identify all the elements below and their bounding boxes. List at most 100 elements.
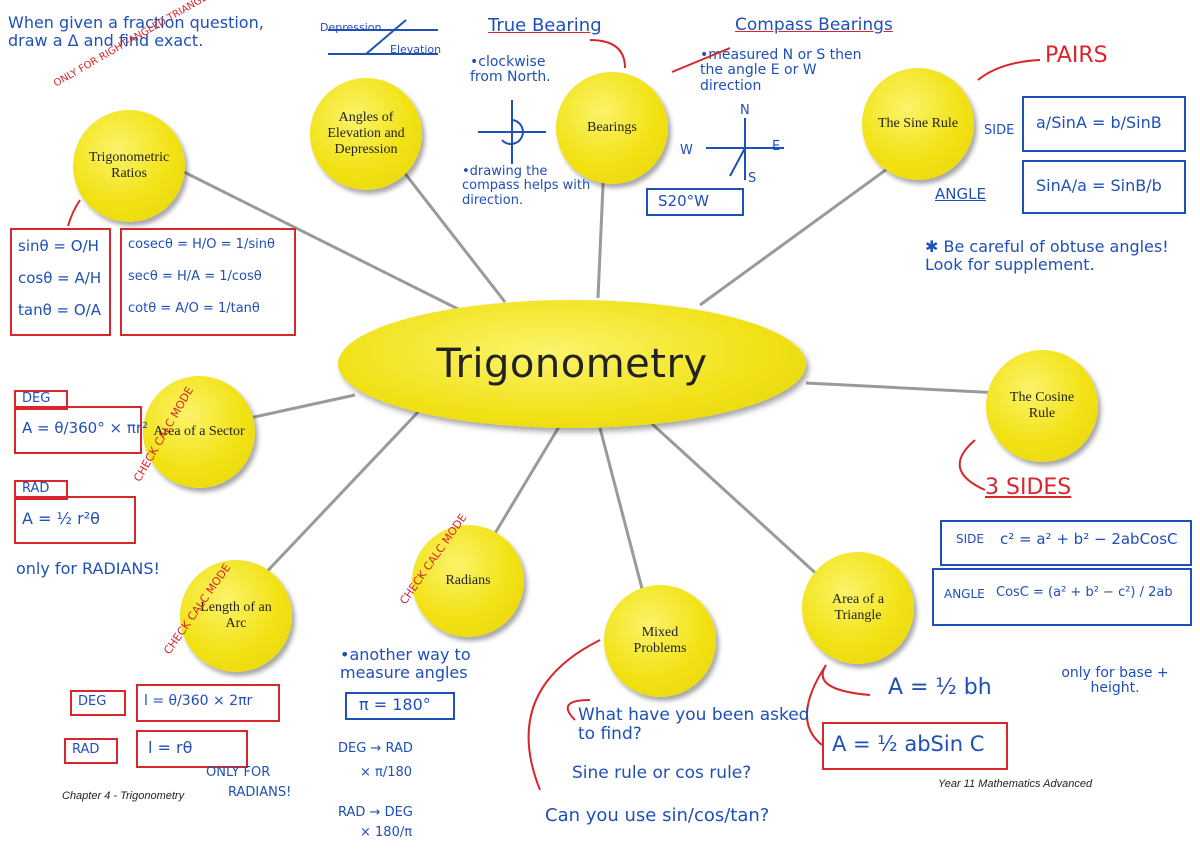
sine-angle-box: SinA/a = SinB/b [1022, 160, 1186, 214]
trig-ratio-box: sinθ = O/H cosθ = A/H tanθ = O/A [10, 228, 111, 336]
only-for-label: ONLY FOR [206, 765, 271, 780]
arc-deg-box: l = θ/360 × 2πr [136, 684, 280, 722]
central-title: Trigonometry [436, 341, 708, 387]
sector-rad-box: A = ½ r²θ [14, 496, 136, 544]
cosine-side-box: SIDE c² = a² + b² − 2abCosC [940, 520, 1192, 566]
deg-tag-arc-text: DEG [78, 694, 107, 709]
sine-or-cos-note: Sine rule or cos rule? [572, 763, 752, 783]
pi-180-box: π = 180° [345, 692, 455, 720]
clockwise-note: •clockwise from North. [470, 54, 551, 86]
footer-right: Year 11 Mathematics Advanced [938, 778, 1093, 790]
only-for-radians-note: only for RADIANS! [16, 559, 160, 578]
deg-tag-arc: DEG [70, 690, 126, 716]
compass-w-label: W [680, 143, 693, 158]
node-area-of-triangle: Area of a Triangle [802, 552, 914, 664]
pairs-label: PAIRS [1045, 43, 1108, 68]
node-label: Length of an Arc [200, 599, 272, 631]
deg-tag-sector: DEG [14, 390, 68, 410]
sine-side-label: SIDE [984, 123, 1015, 138]
compass-n-label: N [740, 103, 750, 118]
node-label: Trigonometric Ratios [88, 149, 170, 181]
rad-tag-text: RAD [22, 481, 50, 496]
node-label: Mixed Problems [633, 624, 687, 656]
node-label: Radians [445, 572, 491, 588]
pi-180-value: π = 180° [359, 695, 431, 714]
note-fraction-question: When given a fraction question, draw a Δ… [8, 13, 264, 50]
node-label: Bearings [587, 119, 637, 135]
elevation-label: Elevation [390, 43, 442, 56]
sine-side-box: a/SinA = b/SinB [1022, 96, 1186, 152]
node-trigonometric-ratios: Trigonometric Ratios [73, 110, 185, 222]
cosine-side-label: SIDE [956, 532, 984, 546]
compass-sketch-2 [706, 118, 784, 180]
drawing-compass-note: •drawing the compass helps with directio… [462, 164, 591, 208]
arc-rad-box: l = rθ [136, 730, 248, 768]
arc-deg-formula: l = θ/360 × 2πr [144, 693, 253, 709]
rad-tag-arc: RAD [64, 738, 118, 764]
cos-formula: cosθ = A/H [18, 269, 102, 287]
node-radians: Radians [412, 525, 524, 637]
node-angles-elevation-depression: Angles of Elevation and Depression [310, 78, 422, 190]
can-you-use-note: Can you use sin/cos/tan? [545, 805, 770, 826]
elevation-diagram [328, 19, 438, 55]
three-sides-label: 3 SIDES [985, 475, 1072, 500]
sec-formula: secθ = H/A = 1/cosθ [128, 269, 262, 284]
sin-formula: sinθ = O/H [18, 237, 99, 255]
node-label: The Cosine Rule [1009, 389, 1075, 421]
node-area-of-sector: Area of a Sector [143, 376, 255, 488]
compass-bearings-heading: Compass Bearings [735, 15, 893, 35]
node-label: Area of a Sector [153, 423, 245, 439]
node-sine-rule: The Sine Rule [862, 68, 974, 180]
obtuse-note: ✱ Be careful of obtuse angles! Look for … [925, 237, 1169, 274]
footer-left: Chapter 4 - Trigonometry [62, 790, 185, 802]
half-bh-formula: A = ½ bh [888, 675, 992, 700]
tan-formula: tanθ = O/A [18, 301, 101, 319]
s20w-value: S20°W [658, 192, 709, 210]
deg-tag-text: DEG [22, 391, 51, 406]
measured-note: •measured N or S then the angle E or W d… [700, 47, 862, 94]
node-bearings: Bearings [556, 72, 668, 184]
reciprocal-ratio-box: cosecθ = H/O = 1/sinθ secθ = H/A = 1/cos… [120, 228, 296, 336]
rad-tag-sector: RAD [14, 480, 68, 500]
cosine-side-formula: c² = a² + b² − 2abCosC [1000, 530, 1178, 548]
times-pi-180-label: × π/180 [360, 765, 413, 780]
only-base-height-note: only for base + height. [1061, 665, 1169, 697]
central-topic: Trigonometry [338, 300, 806, 428]
true-bearing-heading: True Bearing [488, 15, 602, 36]
half-absinc-formula: A = ½ abSin C [832, 732, 985, 756]
cosine-angle-box: ANGLE CosC = (a² + b² − c²) / 2ab [932, 568, 1192, 626]
s20w-box: S20°W [646, 188, 744, 216]
arc-rad-formula: l = rθ [148, 738, 193, 757]
half-absinc-box: A = ½ abSin C [822, 722, 1008, 770]
sector-rad-formula: A = ½ r²θ [22, 509, 100, 528]
compass-sketch-1 [478, 100, 546, 164]
depression-label: Depression [320, 21, 382, 34]
deg-to-rad-label: DEG → RAD [338, 741, 413, 756]
cot-formula: cotθ = A/O = 1/tanθ [128, 301, 260, 316]
compass-e-label: E [772, 139, 781, 154]
sine-side-formula: a/SinA = b/SinB [1036, 113, 1162, 132]
node-mixed-problems: Mixed Problems [604, 585, 716, 697]
cosine-angle-formula: CosC = (a² + b² − c²) / 2ab [996, 585, 1173, 600]
times-180-pi-label: × 180/π [360, 825, 413, 840]
another-way-note: •another way to measure angles [340, 645, 471, 682]
rad-to-deg-label: RAD → DEG [338, 805, 413, 820]
compass-s-label: S [748, 171, 757, 186]
sine-angle-label: ANGLE [935, 185, 986, 203]
sector-deg-formula: A = θ/360° × πr² [22, 419, 149, 437]
rad-tag-arc-text: RAD [72, 742, 100, 757]
node-length-of-arc: Length of an Arc [180, 560, 292, 672]
node-cosine-rule: The Cosine Rule [986, 350, 1098, 462]
node-label: Angles of Elevation and Depression [327, 109, 405, 158]
sector-deg-box: A = θ/360° × πr² [14, 406, 148, 454]
sine-angle-formula: SinA/a = SinB/b [1036, 176, 1162, 195]
node-label: Area of a Triangle [831, 591, 885, 623]
cosec-formula: cosecθ = H/O = 1/sinθ [128, 237, 275, 252]
radians-excl-label: RADIANS! [228, 785, 292, 800]
node-label: The Sine Rule [877, 115, 959, 131]
what-asked-note: What have you been asked to find? [578, 705, 810, 744]
cosine-angle-label: ANGLE [944, 587, 985, 601]
